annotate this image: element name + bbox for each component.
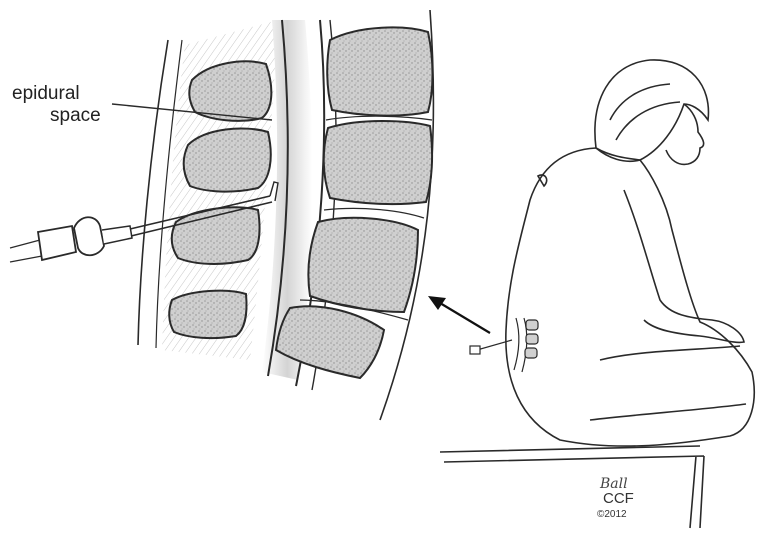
- vertebral-body-1: [327, 27, 432, 115]
- posterior-bone-2: [184, 128, 271, 191]
- gown: [506, 148, 754, 446]
- pointer-arrow: [428, 296, 490, 333]
- vertebral-body-3: [308, 218, 418, 312]
- syringe-hub: [38, 226, 76, 260]
- seated-patient: [440, 60, 754, 528]
- copyright-year: ©2012: [597, 509, 627, 520]
- vertebral-body-2: [324, 121, 432, 204]
- credit-text: CCF: [603, 491, 634, 507]
- posterior-bone-4: [169, 291, 246, 338]
- label-space: space: [50, 105, 101, 127]
- needle-hub-wings: [74, 217, 104, 255]
- stool: [440, 446, 704, 528]
- label-epidural: epidural: [12, 83, 80, 105]
- spine-cross-section: [138, 10, 433, 420]
- hair: [595, 60, 709, 160]
